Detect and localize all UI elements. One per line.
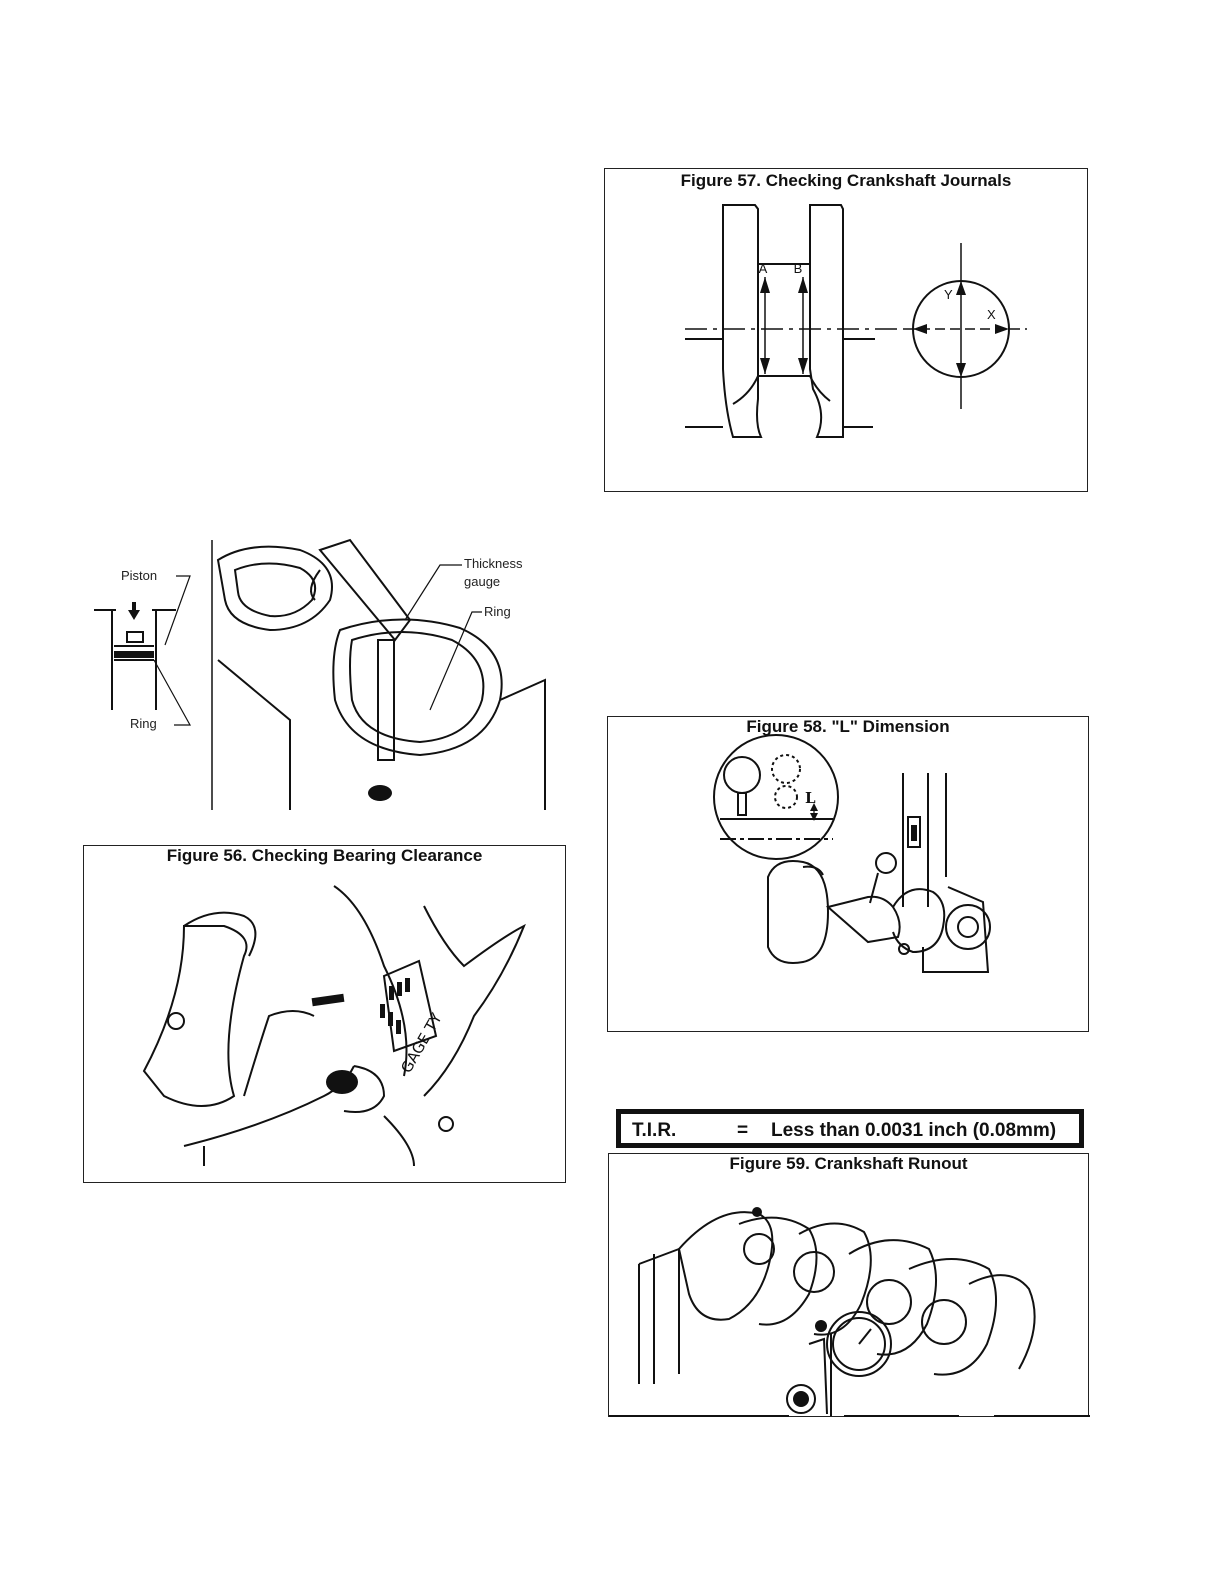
label-ring-right: Ring [484, 604, 511, 619]
piston-ring-gap-illustration: Piston Ring Thickness gauge Ring [90, 510, 560, 815]
tir-specification-box: T.I.R. = Less than 0.0031 inch (0.08mm) [616, 1109, 1084, 1148]
piston-ring-diagram: Piston Ring Thickness gauge Ring [90, 510, 560, 815]
label-b: B [794, 261, 803, 276]
label-piston: Piston [121, 568, 157, 583]
label-thickness-gauge-line2: gauge [464, 574, 500, 589]
label-thickness-gauge-line1: Thickness [464, 556, 523, 571]
crankshaft-journal-diagram: A B Y X [605, 169, 1089, 493]
label-l: L [805, 789, 816, 807]
figure-59: Figure 59. Crankshaft Runout [608, 1153, 1089, 1417]
gauge-strip-text: GAGE TY [397, 1009, 446, 1076]
tir-label: T.I.R. [632, 1120, 676, 1142]
label-x: X [987, 307, 996, 322]
tir-equals: = [737, 1120, 748, 1142]
bearing-clearance-illustration: GAGE TY [84, 846, 567, 1184]
label-a: A [759, 261, 768, 276]
label-y: Y [944, 287, 953, 302]
label-ring-left: Ring [130, 716, 157, 731]
crankshaft-runout-illustration [609, 1154, 1090, 1418]
figure-56: Figure 56. Checking Bearing Clearance [83, 845, 566, 1183]
tir-value: Less than 0.0031 inch (0.08mm) [771, 1120, 1056, 1142]
figure-58: Figure 58. "L" Dimension [607, 716, 1089, 1032]
figure-57: Figure 57. Checking Crankshaft Journals [604, 168, 1088, 492]
l-dimension-illustration: L [608, 717, 1090, 1033]
